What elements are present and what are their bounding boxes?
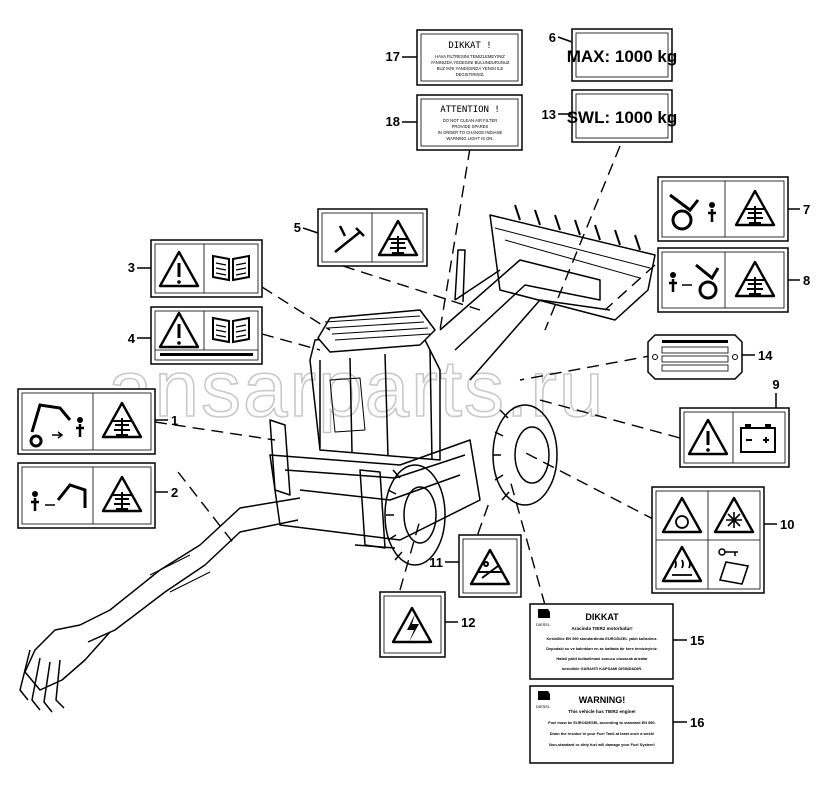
exhaust-pipe [454, 249, 466, 303]
stabilizer [269, 419, 291, 496]
chassis [269, 439, 481, 541]
decal-16-line: Non-standard or dirty fuel will damage y… [549, 742, 655, 747]
decal-15-line: Aracinda TIER2 motorludur! [571, 626, 633, 631]
callout-7: 7 [803, 202, 810, 217]
decal-17-title: DIKKAT ! [448, 41, 491, 51]
decal-15-line: Kesinlikle EN 590 standardinda EURODIZEL… [546, 636, 657, 641]
decal-16-title: WARNING! [579, 695, 626, 705]
hot-surface-icon [672, 559, 692, 576]
loader-bucket [489, 214, 656, 321]
decal-4-read-manual-text [150, 306, 263, 365]
decal-17-line: BUZ IKRI YANDIGINDA YENISI ILE [437, 66, 504, 71]
decal-16-brand: DIESEL [536, 704, 551, 709]
decal-17-line: YANINIZDA YEDEGINI BULUNDURUNUZ [431, 60, 510, 65]
backhoe-arm-icon [56, 483, 87, 508]
decal-15-title: DIKKAT [585, 612, 619, 622]
decal-15-line: Hatali yakit kullanilmasi sonucu olusaca… [556, 656, 648, 661]
callout-5: 5 [294, 220, 301, 235]
diesel-logo-icon [538, 691, 550, 700]
decal-18-attention-air-filter: ATTENTION ! DO NOT CLEAN AIR FILTER PROV… [416, 94, 523, 151]
decal-10-multi-hazard [651, 486, 765, 594]
loader-arm-icon [669, 193, 700, 213]
max-load-text: MAX: 1000 kg [567, 47, 678, 66]
loader-bucket-teeth [514, 204, 641, 251]
decal-9-battery-warning: 9 [679, 377, 790, 468]
decal-2-backhoe-extend-warning [17, 462, 156, 529]
decal-18-line: WARNING LIGHT IS ON. [446, 136, 493, 141]
callout-3: 3 [128, 260, 135, 275]
decal-16-line: This vehicle has TIER2 engine! [568, 709, 636, 714]
decal-7-loader-arm-warning [657, 176, 789, 242]
callout-12: 12 [461, 615, 475, 630]
decal-4-fine-print [160, 353, 253, 356]
key-manual-icon [718, 548, 750, 585]
battery-icon [740, 424, 776, 453]
lever-icon [334, 225, 365, 253]
fall-hazard-icon [478, 561, 502, 579]
callout-16: 16 [690, 715, 704, 730]
callout-10: 10 [780, 517, 794, 532]
front-wheel [492, 404, 558, 506]
decal-3-read-manual [150, 239, 263, 298]
decal-15-dikkat-fuel: DIESEL DIKKAT Aracinda TIER2 motorludur!… [529, 603, 674, 680]
decal-14-identification-plate [647, 334, 743, 380]
loader-arm [439, 259, 601, 351]
decal-17-line: DEGISTIRINIZ. [456, 72, 485, 77]
callout-11: 11 [429, 555, 443, 570]
backhoe-dipper [24, 624, 111, 691]
decal-15-brand: DIESEL [536, 622, 551, 627]
loader-arm-icon [695, 263, 720, 281]
decal-6-max-load: MAX: 1000 kg [567, 28, 678, 82]
swl-load-text: SWL: 1000 kg [567, 108, 678, 127]
decal-16-warning-fuel: DIESEL WARNING! This vehicle has TIER2 e… [529, 685, 674, 764]
backhoe-loader-illustration [19, 204, 656, 713]
decal-8-loader-arm-warning [657, 247, 789, 313]
decal-18-title: ATTENTION ! [440, 105, 500, 115]
callout-13: 13 [542, 107, 556, 122]
decal-15-line: Depodaki su ve kalıntıları en az haftada… [546, 646, 658, 651]
decal-16-line: Drain the residue in your Fuel Tank at l… [550, 731, 655, 736]
callout-17: 17 [386, 49, 400, 64]
fan-icon [726, 512, 742, 528]
decal-18-line: IN ORDER TO CHANGE INDIANE [438, 130, 503, 135]
decal-1-backhoe-swing-warning [17, 388, 156, 455]
callout-18: 18 [386, 114, 400, 129]
decal-5-loader-crush-warning [317, 208, 428, 267]
decal-13-swl-load: SWL: 1000 kg [567, 89, 678, 143]
decal-16-line: Fuel must be EURODIESEL according to sta… [548, 720, 655, 725]
decal-17-dikkat-air-filter: DIKKAT ! HAVA FILTRESINI TEMIZLEMEYINIZ … [416, 29, 523, 86]
decal-15-line: kesinlikle GARANTI KAPSAMI DISINDADIR. [562, 666, 642, 671]
decal-11-slip-hazard [458, 534, 522, 598]
decal-12-electrical-hazard [379, 591, 446, 658]
callout-6: 6 [549, 30, 556, 45]
callout-2: 2 [171, 485, 178, 500]
callout-4: 4 [128, 331, 136, 346]
decal-17-line: HAVA FILTRESINI TEMIZLEMEYINIZ [435, 54, 505, 59]
callout-9: 9 [772, 377, 779, 392]
entanglement-icon [675, 515, 689, 529]
leader-lines [154, 145, 681, 606]
decal-18-line: PROVIDE SPARES [452, 124, 489, 129]
backhoe-arm-icon [29, 403, 72, 448]
lightning-icon [407, 614, 419, 642]
callout-8: 8 [803, 273, 810, 288]
diesel-logo-icon [538, 609, 550, 618]
decal-18-line: DO NOT CLEAN AIR FILTER [443, 118, 498, 123]
backhoe-boom [79, 497, 301, 626]
callout-15: 15 [690, 633, 704, 648]
backhoe-bucket [19, 649, 65, 713]
callout-1: 1 [171, 413, 178, 428]
callout-14: 14 [758, 348, 773, 363]
rear-wheel [384, 464, 446, 566]
